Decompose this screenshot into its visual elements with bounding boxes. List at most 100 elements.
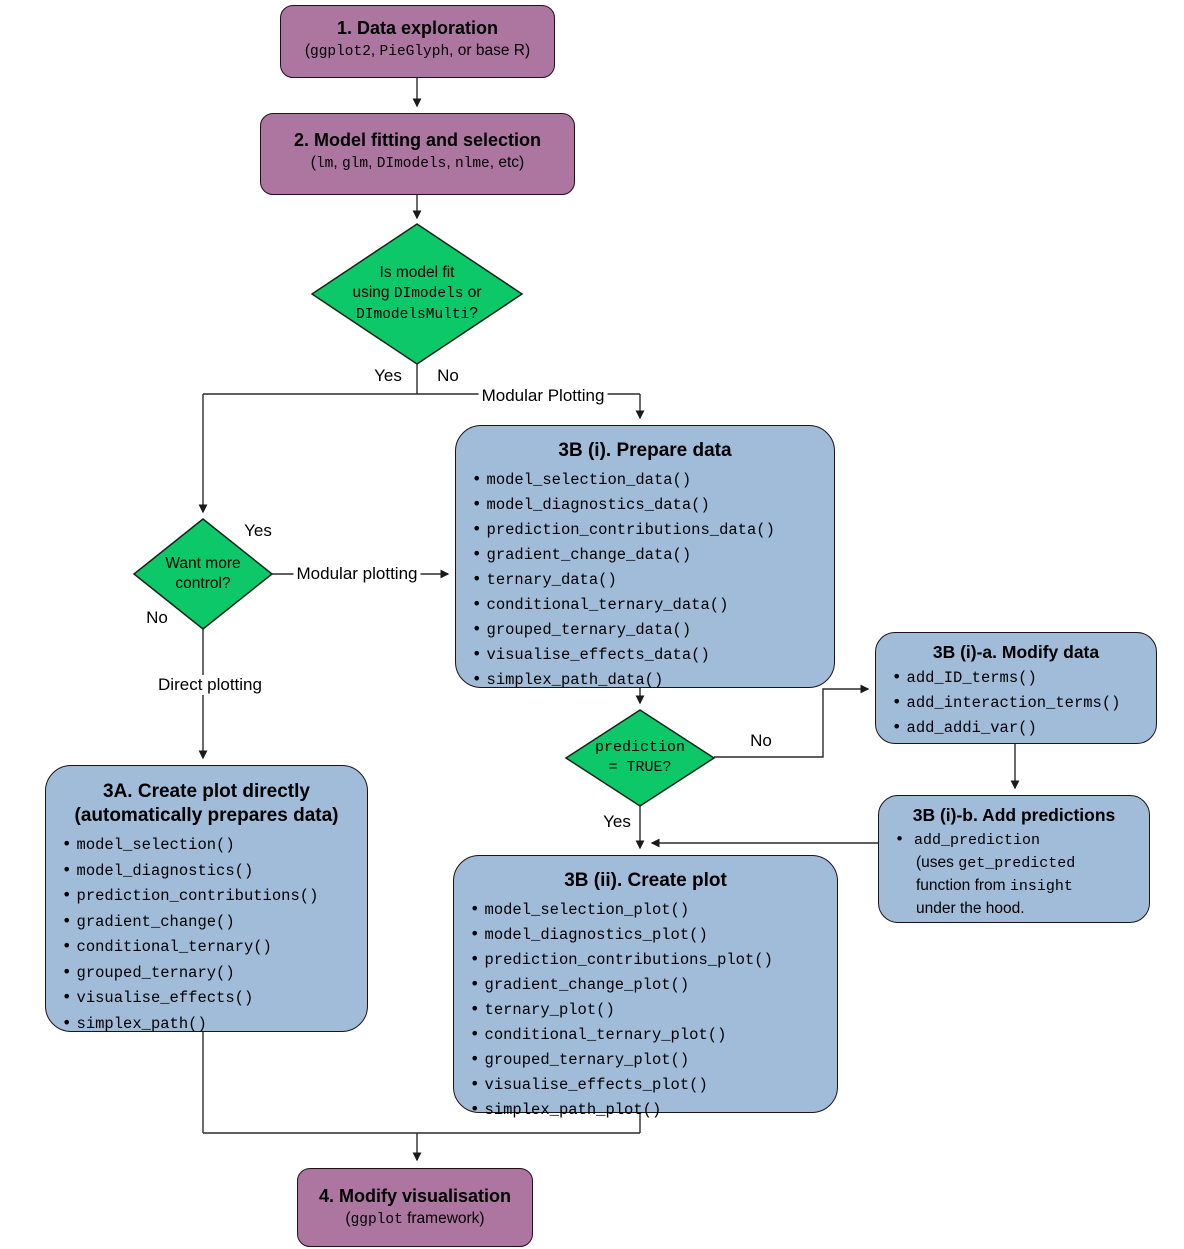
bullet-part: function from xyxy=(916,877,1010,894)
subtitle-part: , etc) xyxy=(489,154,525,171)
edge-decision3-no-to-modify-data xyxy=(714,684,870,758)
function-list-item: conditional_ternary_data() xyxy=(472,592,828,617)
code-pieglyph: PieGlyph xyxy=(379,44,450,60)
node-model-fitting-title: 2. Model fitting and selection xyxy=(293,130,542,150)
bullet-line: add_prediction xyxy=(895,828,1145,852)
decision-line: Want more xyxy=(165,555,241,572)
function-list-item: simplex_path_plot() xyxy=(470,1097,831,1122)
function-list-item: add_addi_var() xyxy=(892,715,1150,740)
function-list-item: ternary_data() xyxy=(472,567,828,592)
function-list-item: visualise_effects() xyxy=(62,985,361,1011)
subtitle-part: ( xyxy=(345,1210,351,1227)
node-modify-visualisation-subtitle: (ggplot framework) xyxy=(298,1208,532,1231)
node-create-plot: 3B (ii). Create plot model_selection_plo… xyxy=(453,855,838,1119)
code-lm: lm xyxy=(315,156,334,172)
subtitle-part: , xyxy=(368,154,377,171)
function-list-item: simplex_path_data() xyxy=(472,667,828,692)
function-list-item: prediction_contributions_data() xyxy=(472,517,828,542)
code-dimodels: DImodels xyxy=(393,286,464,302)
node-model-fitting: 2. Model fitting and selection (lm, glm,… xyxy=(260,113,575,195)
bullet-line: function from insight xyxy=(895,875,1145,898)
decision-is-model-fit-shape xyxy=(310,223,524,365)
edge-label-yes-prediction: Yes xyxy=(600,812,634,832)
code-add-prediction: add_prediction xyxy=(914,832,1041,849)
edge-label-modular-plotting-mid: Modular plotting xyxy=(293,564,421,584)
code-ggplot: ggplot xyxy=(350,1212,403,1228)
node-model-fitting-subtitle: (lm, glm, DImodels, nlme, etc) xyxy=(261,152,574,175)
decision-line: prediction xyxy=(594,739,685,756)
node-modify-visualisation: 4. Modify visualisation (ggplot framewor… xyxy=(297,1168,533,1247)
function-list-item: simplex_path() xyxy=(62,1011,361,1037)
decision-prediction-true-shape xyxy=(564,709,716,807)
edge-label-no-prediction: No xyxy=(747,731,775,751)
node-add-predictions: 3B (i)-b. Add predictions add_prediction… xyxy=(878,795,1150,923)
subtitle-part: , xyxy=(446,154,455,171)
function-list-item: add_interaction_terms() xyxy=(892,690,1150,715)
bullet-line: (uses get_predicted xyxy=(895,852,1145,875)
function-list-item: grouped_ternary() xyxy=(62,960,361,986)
subtitle-part: , xyxy=(333,154,342,171)
function-list-item: prediction_contributions_plot() xyxy=(470,947,831,972)
decision-line: = TRUE? xyxy=(608,759,672,776)
function-list-item: ternary_plot() xyxy=(470,997,831,1022)
node-prepare-data: 3B (i). Prepare data model_selection_dat… xyxy=(455,425,835,689)
decision-line: control? xyxy=(175,575,231,592)
code-dimodelsmulti: DImodelsMulti xyxy=(356,307,470,323)
code-glm: glm xyxy=(341,156,369,172)
node-add-predictions-title: 3B (i)-b. Add predictions xyxy=(912,805,1116,825)
function-list-item: model_diagnostics_data() xyxy=(472,492,828,517)
decision-line: Is model fit xyxy=(379,264,455,281)
edge-label-yes-model-fit: Yes xyxy=(371,366,405,386)
subtitle-part: ( xyxy=(304,42,310,59)
decision-part: using xyxy=(352,284,394,301)
function-list-item: gradient_change_data() xyxy=(472,542,828,567)
subtitle-part: , xyxy=(370,42,380,59)
bullet-part: under the hood. xyxy=(916,900,1025,917)
decision-want-more-control-shape xyxy=(132,518,274,630)
subtitle-part: framework) xyxy=(402,1210,485,1227)
node-modify-data: 3B (i)-a. Modify data add_ID_terms()add_… xyxy=(875,632,1157,744)
node-data-exploration-subtitle: (ggplot2, PieGlyph, or base R) xyxy=(281,40,554,63)
decision-part: or xyxy=(463,284,482,301)
create-plot-directly-function-list: model_selection()model_diagnostics()pred… xyxy=(46,832,367,1036)
function-list-item: grouped_ternary_data() xyxy=(472,617,828,642)
edge-label-no-control: No xyxy=(143,608,171,628)
edge-label-no-model-fit: No xyxy=(434,366,462,386)
node-data-exploration-title: 1. Data exploration xyxy=(336,18,499,38)
function-list-item: model_selection_plot() xyxy=(470,897,831,922)
edge-label-direct-plotting: Direct plotting xyxy=(155,675,265,695)
function-list-item: conditional_ternary() xyxy=(62,934,361,960)
bullet-line: under the hood. xyxy=(895,898,1145,920)
node-modify-data-title: 3B (i)-a. Modify data xyxy=(932,642,1100,662)
decision-is-model-fit-label: Is model fit using DImodels or DImodelsM… xyxy=(312,229,522,359)
code-ggplot2: ggplot2 xyxy=(310,44,371,60)
code-dimodels: DImodels xyxy=(376,156,447,172)
subtitle-part: , or base R) xyxy=(449,42,531,59)
code-insight: insight xyxy=(1009,878,1073,895)
decision-want-more-control-label: Want more control? xyxy=(134,519,272,629)
decision-prediction-true-label: prediction = TRUE? xyxy=(566,710,714,806)
function-list-item: grouped_ternary_plot() xyxy=(470,1047,831,1072)
modify-data-function-list: add_ID_terms()add_interaction_terms()add… xyxy=(876,665,1156,740)
code-get-predicted: get_predicted xyxy=(958,855,1076,872)
function-list-item: gradient_change() xyxy=(62,909,361,935)
function-list-item: model_selection() xyxy=(62,832,361,858)
node-create-plot-directly-title2: (automatically prepares data) xyxy=(74,805,339,826)
subtitle-part: ( xyxy=(310,154,316,171)
decision-line: using DImodels or xyxy=(352,283,481,304)
node-prepare-data-title: 3B (i). Prepare data xyxy=(558,440,732,461)
function-list-item: model_diagnostics_plot() xyxy=(470,922,831,947)
node-modify-visualisation-title: 4. Modify visualisation xyxy=(318,1186,512,1206)
node-create-plot-title: 3B (ii). Create plot xyxy=(564,870,727,891)
add-predictions-bullet: add_prediction (uses get_predicted funct… xyxy=(879,826,1149,920)
code-nlme: nlme xyxy=(454,156,490,172)
node-data-exploration: 1. Data exploration (ggplot2, PieGlyph, … xyxy=(280,5,555,78)
decision-line: DImodelsMulti? xyxy=(356,304,478,325)
create-plot-function-list: model_selection_plot()model_diagnostics_… xyxy=(454,897,837,1122)
function-list-item: conditional_ternary_plot() xyxy=(470,1022,831,1047)
function-list-item: visualise_effects_data() xyxy=(472,642,828,667)
bullet-part: (uses xyxy=(916,854,959,871)
function-list-item: add_ID_terms() xyxy=(892,665,1150,690)
